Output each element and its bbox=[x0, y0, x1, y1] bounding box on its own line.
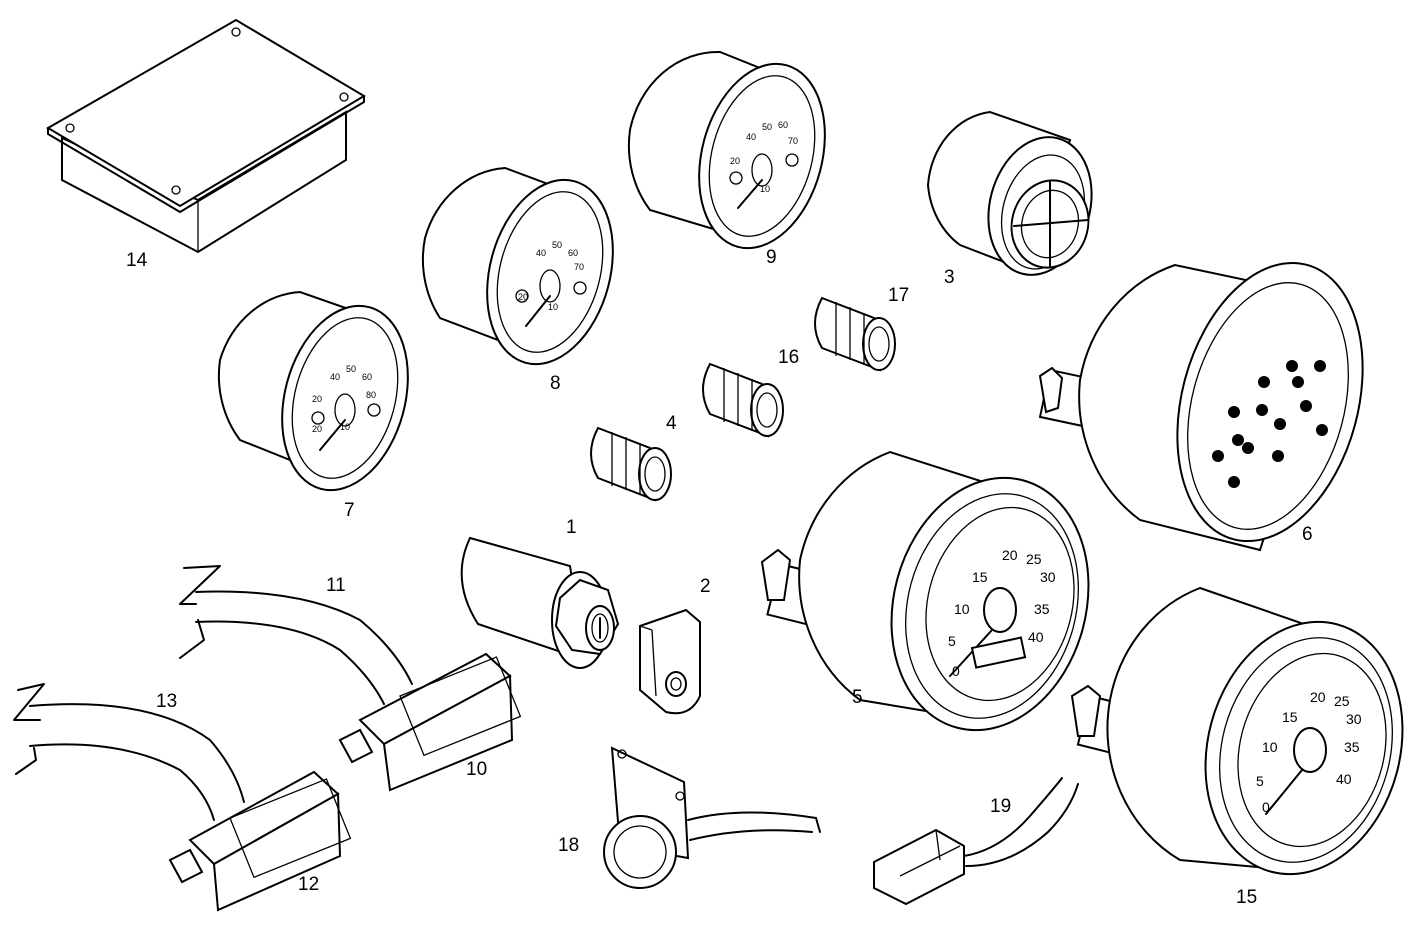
gauge-5-tick-10: 10 bbox=[954, 601, 970, 617]
part-12-connector bbox=[168, 770, 352, 912]
gauge-9-tick: 40 bbox=[746, 132, 756, 142]
gauge-5-tick-35: 35 bbox=[1034, 601, 1050, 617]
part-18-round-connector bbox=[603, 746, 821, 889]
gauge-15-tick-30: 30 bbox=[1346, 711, 1362, 727]
callout-12: 12 bbox=[298, 874, 319, 895]
gauge-7-tick: 10 bbox=[340, 422, 350, 432]
gauge-5-tick-30: 30 bbox=[1040, 569, 1056, 585]
callout-11: 11 bbox=[326, 575, 346, 596]
gauge-7-tick: 20 bbox=[312, 394, 322, 404]
part-3-buzzer bbox=[926, 110, 1093, 276]
gauge-9-tick: 50 bbox=[762, 122, 772, 132]
gauge-8-tick: 20 bbox=[518, 292, 528, 302]
gauge-5-tick-5: 5 bbox=[948, 633, 956, 649]
gauge-15-tick-40: 40 bbox=[1336, 771, 1352, 787]
part-14-control-box bbox=[46, 18, 366, 254]
gauge-5-tick-40: 40 bbox=[1028, 629, 1044, 645]
gauge-5-tick-0: 0 bbox=[952, 663, 960, 679]
part-2-cap bbox=[639, 608, 701, 715]
part-5-speedometer: 0 5 10 15 20 25 30 35 40 bbox=[760, 450, 1090, 732]
gauge-9-tick: 60 bbox=[778, 120, 788, 130]
gauge-8-tick: 60 bbox=[568, 248, 578, 258]
callout-17: 17 bbox=[888, 285, 909, 306]
callout-1: 1 bbox=[566, 517, 577, 538]
part-16-connector bbox=[702, 362, 784, 438]
part-7-small-gauge: 40 50 60 80 20 20 10 bbox=[217, 290, 409, 492]
gauge-8-tick: 10 bbox=[548, 302, 558, 312]
gauge-5-tick-25: 25 bbox=[1026, 551, 1042, 567]
part-6-buzzer-gauge bbox=[1038, 261, 1364, 552]
gauge-7-tick: 60 bbox=[362, 372, 372, 382]
gauge-9-tick: 70 bbox=[788, 136, 798, 146]
gauge-15-tick-0: 0 bbox=[1262, 799, 1270, 815]
gauge-7-tick: 50 bbox=[346, 364, 356, 374]
part-10-connector bbox=[338, 652, 522, 792]
part-19-wire-connector bbox=[873, 777, 1079, 906]
gauge-9-tick: 20 bbox=[730, 156, 740, 166]
callout-19: 19 bbox=[990, 796, 1011, 817]
part-15-speedometer: 0 5 10 15 20 25 30 35 40 bbox=[1070, 586, 1404, 876]
callout-8: 8 bbox=[550, 373, 561, 394]
callout-10: 10 bbox=[466, 759, 487, 780]
part-1-sensor bbox=[460, 536, 620, 669]
callout-4: 4 bbox=[666, 413, 677, 434]
gauge-7-tick: 20 bbox=[312, 424, 322, 434]
gauge-9-tick: 10 bbox=[760, 184, 770, 194]
gauge-8-tick: 70 bbox=[574, 262, 584, 272]
part-17-connector bbox=[814, 296, 896, 372]
callout-7: 7 bbox=[344, 500, 355, 521]
gauge-15-tick-10: 10 bbox=[1262, 739, 1278, 755]
gauge-8-tick: 50 bbox=[552, 240, 562, 250]
part-9-small-gauge: 40 50 60 70 20 10 bbox=[627, 50, 826, 250]
callout-15: 15 bbox=[1236, 887, 1257, 908]
part-13-cable bbox=[13, 683, 245, 821]
callout-13: 13 bbox=[156, 691, 177, 712]
gauge-7-tick: 40 bbox=[330, 372, 340, 382]
gauge-15-tick-5: 5 bbox=[1256, 773, 1264, 789]
gauge-15-tick-35: 35 bbox=[1344, 739, 1360, 755]
gauge-15-tick-25: 25 bbox=[1334, 693, 1350, 709]
callout-14: 14 bbox=[126, 250, 148, 271]
callout-16: 16 bbox=[778, 347, 799, 368]
gauge-8-tick: 40 bbox=[536, 248, 546, 258]
gauge-7-tick: 80 bbox=[366, 390, 376, 400]
callout-18: 18 bbox=[558, 835, 579, 856]
callout-2: 2 bbox=[700, 576, 711, 597]
callout-5: 5 bbox=[852, 687, 863, 708]
part-11-cable bbox=[179, 565, 413, 705]
callout-9: 9 bbox=[766, 247, 777, 268]
gauge-15-tick-15: 15 bbox=[1282, 709, 1298, 725]
callout-6: 6 bbox=[1302, 524, 1313, 545]
gauge-5-tick-20: 20 bbox=[1002, 547, 1018, 563]
gauge-15-tick-20: 20 bbox=[1310, 689, 1326, 705]
part-4-connector bbox=[590, 426, 672, 502]
part-8-small-gauge: 40 50 60 70 20 10 bbox=[421, 166, 614, 366]
gauge-5-tick-15: 15 bbox=[972, 569, 988, 585]
callout-3: 3 bbox=[944, 267, 955, 288]
